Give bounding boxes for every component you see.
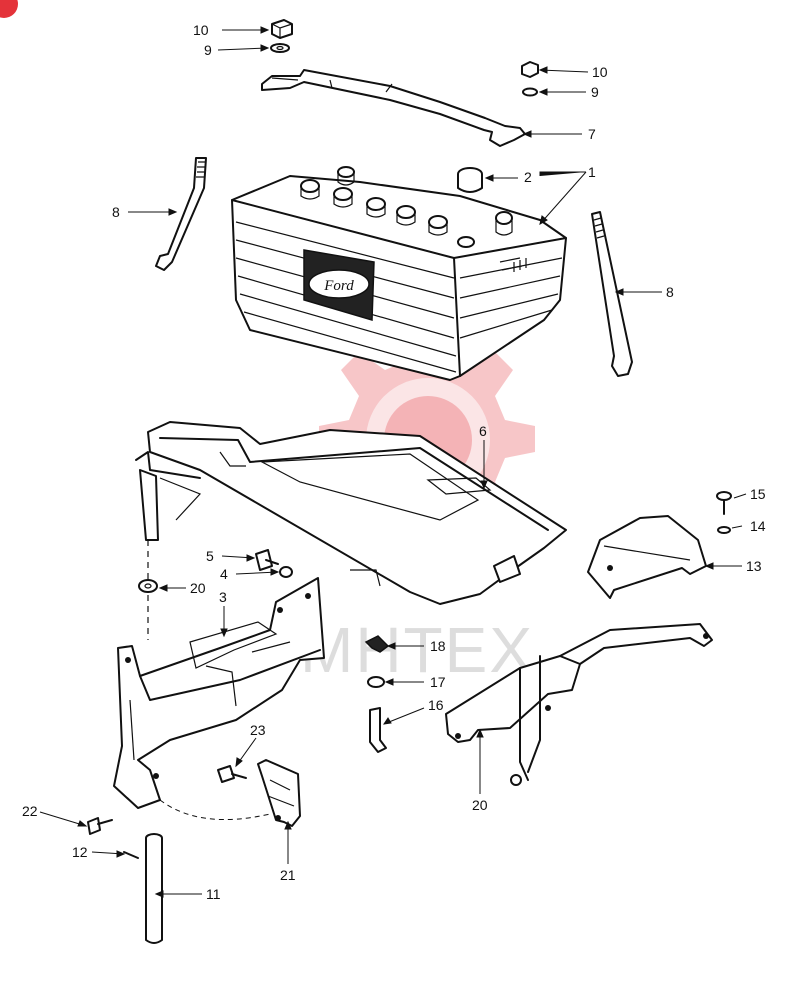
part-7-hold-down-bar <box>261 69 526 147</box>
callout-11: 11 <box>206 886 221 902</box>
part-6-battery-tray <box>135 421 567 605</box>
callout-4: 4 <box>220 566 228 582</box>
part-23-bolt <box>217 765 247 783</box>
part-21-bracket <box>257 759 301 827</box>
part-20-bracket-assembly <box>445 623 713 786</box>
callout-6: 6 <box>479 423 487 439</box>
battery-caps <box>300 166 513 248</box>
callout-7: 7 <box>588 126 596 142</box>
callout-9-top-right: 9 <box>591 84 599 100</box>
callout-12: 12 <box>72 844 88 860</box>
callout-8-right: 8 <box>666 284 674 300</box>
callout-22: 22 <box>22 803 38 819</box>
battery-logo-text: Ford <box>323 278 354 294</box>
callout-13: 13 <box>746 558 762 574</box>
part-1-battery: Ford <box>231 166 567 381</box>
callout-8-left: 8 <box>112 204 120 220</box>
part-10-nut-right <box>521 61 539 78</box>
callout-1: 1 <box>588 164 596 180</box>
callout-20-right: 20 <box>472 797 488 813</box>
callout-9-top-left: 9 <box>204 42 212 58</box>
part-5-bolt <box>255 549 279 571</box>
part-2-vent-cap <box>457 167 483 193</box>
callout-23: 23 <box>250 722 266 738</box>
battery-ford-logo: Ford <box>303 249 375 321</box>
watermark-text: MHTEX <box>300 614 534 686</box>
part-8-bolt-left <box>155 157 207 271</box>
leader-lines <box>39 26 747 898</box>
part-20-washer-left <box>138 579 158 593</box>
part-4-nut <box>279 566 293 578</box>
callout-5: 5 <box>206 548 214 564</box>
part-11-rod <box>145 833 163 944</box>
callout-14: 14 <box>750 518 766 534</box>
callout-2: 2 <box>524 169 532 185</box>
part-22-bolt <box>87 817 113 835</box>
part-9-washer-left <box>270 43 290 53</box>
callout-21: 21 <box>280 867 296 883</box>
part-8-bolt-right <box>591 211 633 377</box>
part-9-washer-right <box>522 87 538 97</box>
callout-18: 18 <box>430 638 446 654</box>
part-3-support-bracket <box>113 577 325 821</box>
part-16-bolt <box>369 707 387 753</box>
callout-15: 15 <box>750 486 766 502</box>
callout-10-top-right: 10 <box>592 64 608 80</box>
corner-badge <box>0 0 18 18</box>
callout-16: 16 <box>428 697 444 713</box>
part-17-washer <box>367 676 385 688</box>
callout-labels: 10 9 10 9 7 2 1 8 8 6 15 14 13 5 4 20 3 … <box>22 22 766 902</box>
part-12-pin <box>123 851 139 859</box>
callout-3: 3 <box>219 589 227 605</box>
callout-17: 17 <box>430 674 446 690</box>
callout-10-top-left: 10 <box>193 22 209 38</box>
part-18-clip <box>364 635 390 653</box>
part-14-washer <box>717 526 731 534</box>
part-10-nut-left <box>271 19 293 39</box>
callout-20-left: 20 <box>190 580 206 596</box>
part-15-bolt <box>716 491 732 515</box>
part-13-shield <box>587 515 707 599</box>
